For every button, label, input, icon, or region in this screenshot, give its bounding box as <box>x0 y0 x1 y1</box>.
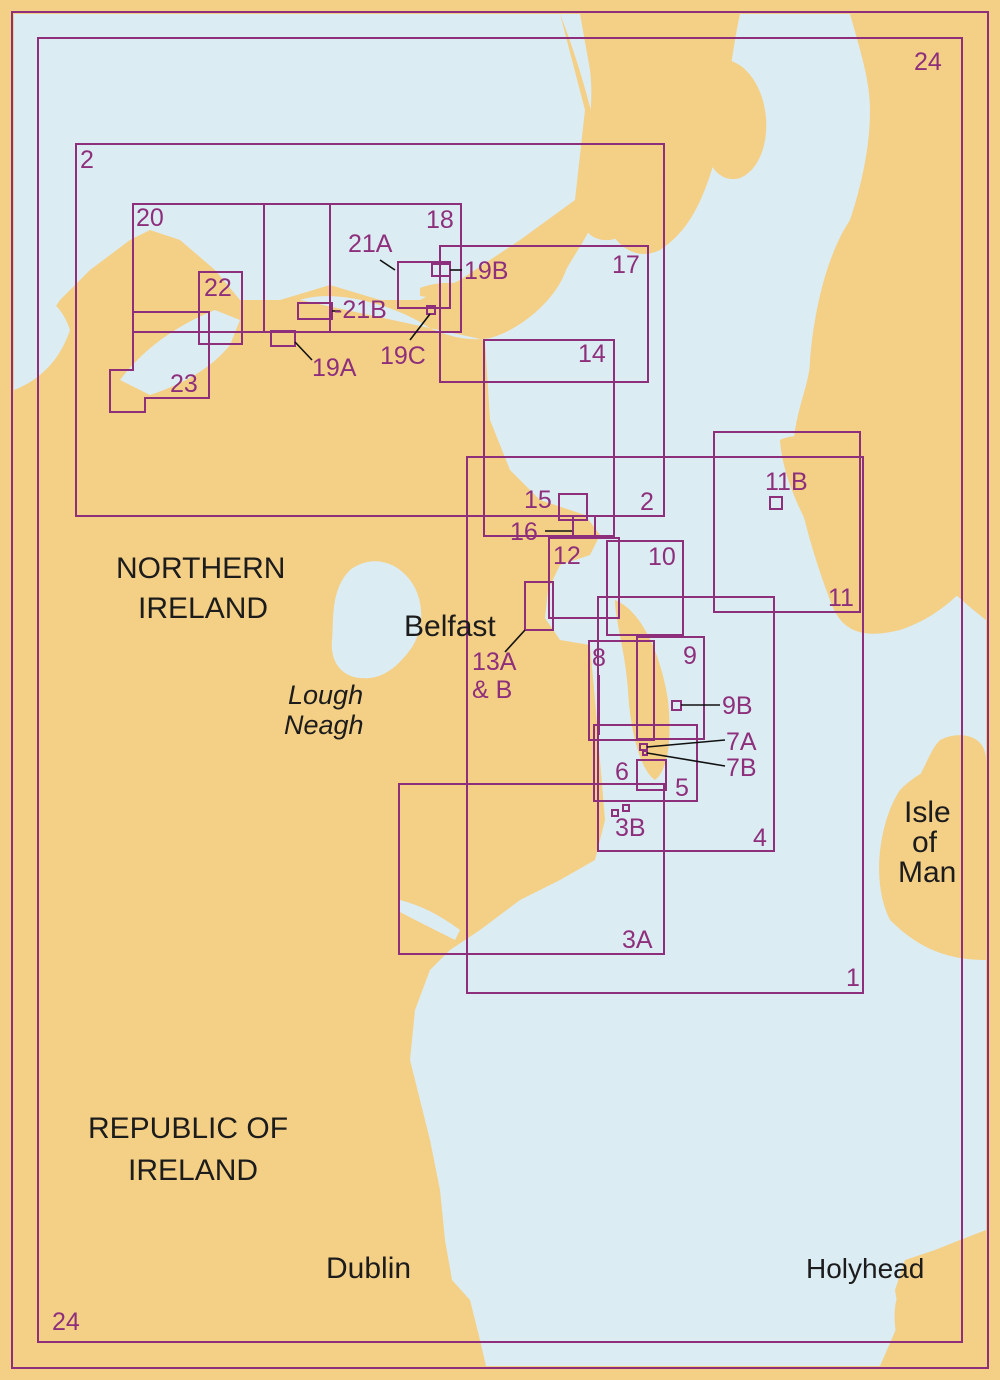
chart-7b-label: 7B <box>726 754 757 782</box>
lough-neagh <box>331 561 422 679</box>
chart-2-label-bottom: 2 <box>640 488 654 516</box>
chart-19b-label: 19B <box>464 257 508 285</box>
chart-15-label: 15 <box>524 486 552 514</box>
chart-8-boundary[interactable] <box>588 640 655 741</box>
northern-ireland-label-line2: IRELAND <box>138 592 268 625</box>
chart-16-label: 16 <box>510 518 538 546</box>
chart-19c-label: 19C <box>380 342 426 370</box>
west-sea <box>14 296 70 390</box>
chart-10-label: 10 <box>648 543 676 571</box>
chart-14-label: 14 <box>578 340 606 368</box>
isle-of-man-label-line1: Isle <box>904 796 951 829</box>
chart-22-label: 22 <box>204 274 232 302</box>
outer-frame <box>11 11 989 1369</box>
chart-2-label-top: 2 <box>80 146 94 174</box>
chart-5-label: 5 <box>675 774 689 802</box>
leader-21a <box>379 259 396 271</box>
anglesey <box>894 1258 986 1366</box>
chart-9-label: 9 <box>683 642 697 670</box>
republic-of-ireland-label-line2: IRELAND <box>128 1154 258 1187</box>
chart-11b-label: 11B <box>765 468 808 496</box>
clyde-water <box>740 14 858 280</box>
isle-of-man-label-line3: Man <box>898 856 956 889</box>
lough-neagh-label-line2: Neagh <box>284 710 364 740</box>
leader-13ab <box>504 629 526 653</box>
chart-22-boundary[interactable] <box>198 271 243 345</box>
strangford-lough <box>597 650 616 748</box>
chart-6-boundary[interactable] <box>593 724 698 802</box>
chart-13ab-label-line1: 13A <box>472 648 517 676</box>
arran <box>701 59 767 180</box>
galloway <box>780 436 867 600</box>
chart-1-label: 1 <box>846 964 860 992</box>
chart-3a-label: 3A <box>622 926 653 954</box>
chart-19a-boundary[interactable] <box>270 330 296 347</box>
chart-17-label: 17 <box>612 251 640 279</box>
chart-8-label: 8 <box>592 644 606 672</box>
land <box>420 14 986 1366</box>
chart-13a-boundary[interactable] <box>524 581 554 631</box>
republic-of-ireland-label-line1: REPUBLIC OF <box>88 1112 288 1145</box>
atlantic-north <box>14 14 585 340</box>
sea <box>14 14 986 1366</box>
chart-9-boundary[interactable] <box>636 636 705 740</box>
belfast-label: Belfast <box>404 610 496 643</box>
chart-11b-boundary[interactable] <box>769 496 783 510</box>
chart-21b-label: -21B <box>334 296 387 324</box>
ayrshire <box>864 14 986 620</box>
lough-neagh-label-line1: Lough <box>288 680 363 710</box>
chart-3b-boundary-2[interactable] <box>622 804 630 812</box>
kintyre <box>578 14 690 241</box>
chart-14-boundary[interactable] <box>483 339 615 537</box>
chart-17-boundary[interactable] <box>439 245 649 383</box>
carlingford-lough <box>400 900 460 940</box>
northern-ireland-label-line1: NORTHERN <box>116 552 285 585</box>
chart-13ab-label-line2: & B <box>472 676 512 704</box>
chart-6-label: 6 <box>615 758 629 786</box>
chart-24-label-bottom: 24 <box>52 1308 80 1336</box>
dublin-label: Dublin <box>326 1252 411 1285</box>
leader-19c <box>409 313 431 341</box>
chart-21a-label: 21A <box>348 230 393 258</box>
chart-10-boundary[interactable] <box>606 540 684 636</box>
chart-19a-label: 19A <box>312 354 357 382</box>
chart-19c-boundary[interactable] <box>426 305 436 315</box>
chart-9b-label: 9B <box>722 692 753 720</box>
chart-3b-boundary-1[interactable] <box>611 809 619 817</box>
chart-21a-boundary[interactable] <box>397 261 451 309</box>
chart-24-boundary[interactable] <box>37 37 963 1343</box>
leader-7b <box>646 752 726 767</box>
chart-7a-label: 7A <box>726 728 757 756</box>
chart-2-boundary[interactable] <box>75 143 665 517</box>
chart-11-boundary[interactable] <box>713 431 861 613</box>
leader-7a <box>646 739 726 748</box>
chart-12-label: 12 <box>553 542 581 570</box>
chart-1-boundary[interactable] <box>466 456 864 994</box>
chart-24-label-top: 24 <box>914 48 942 76</box>
chart-20-boundary[interactable] <box>132 203 462 333</box>
irish-sea <box>14 14 986 1366</box>
chart-11-label: 11 <box>828 584 854 612</box>
chart-18-label: 18 <box>426 206 454 234</box>
chart-3b-label: 3B <box>615 814 646 842</box>
chart-4-label: 4 <box>753 824 767 852</box>
leader-19a <box>294 341 313 361</box>
chart-23-boundary[interactable] <box>109 311 210 413</box>
chart-3a-boundary[interactable] <box>398 783 665 955</box>
isle-of-man <box>881 735 986 919</box>
chart-20-label: 20 <box>136 204 164 232</box>
holyhead-label: Holyhead <box>806 1253 924 1284</box>
chart-5-boundary[interactable] <box>636 759 667 791</box>
ards-peninsula <box>615 600 670 780</box>
isle-of-man-label-line2: of <box>912 826 938 859</box>
chart-23-label: 23 <box>170 370 198 398</box>
chart-12-boundary[interactable] <box>548 537 620 619</box>
